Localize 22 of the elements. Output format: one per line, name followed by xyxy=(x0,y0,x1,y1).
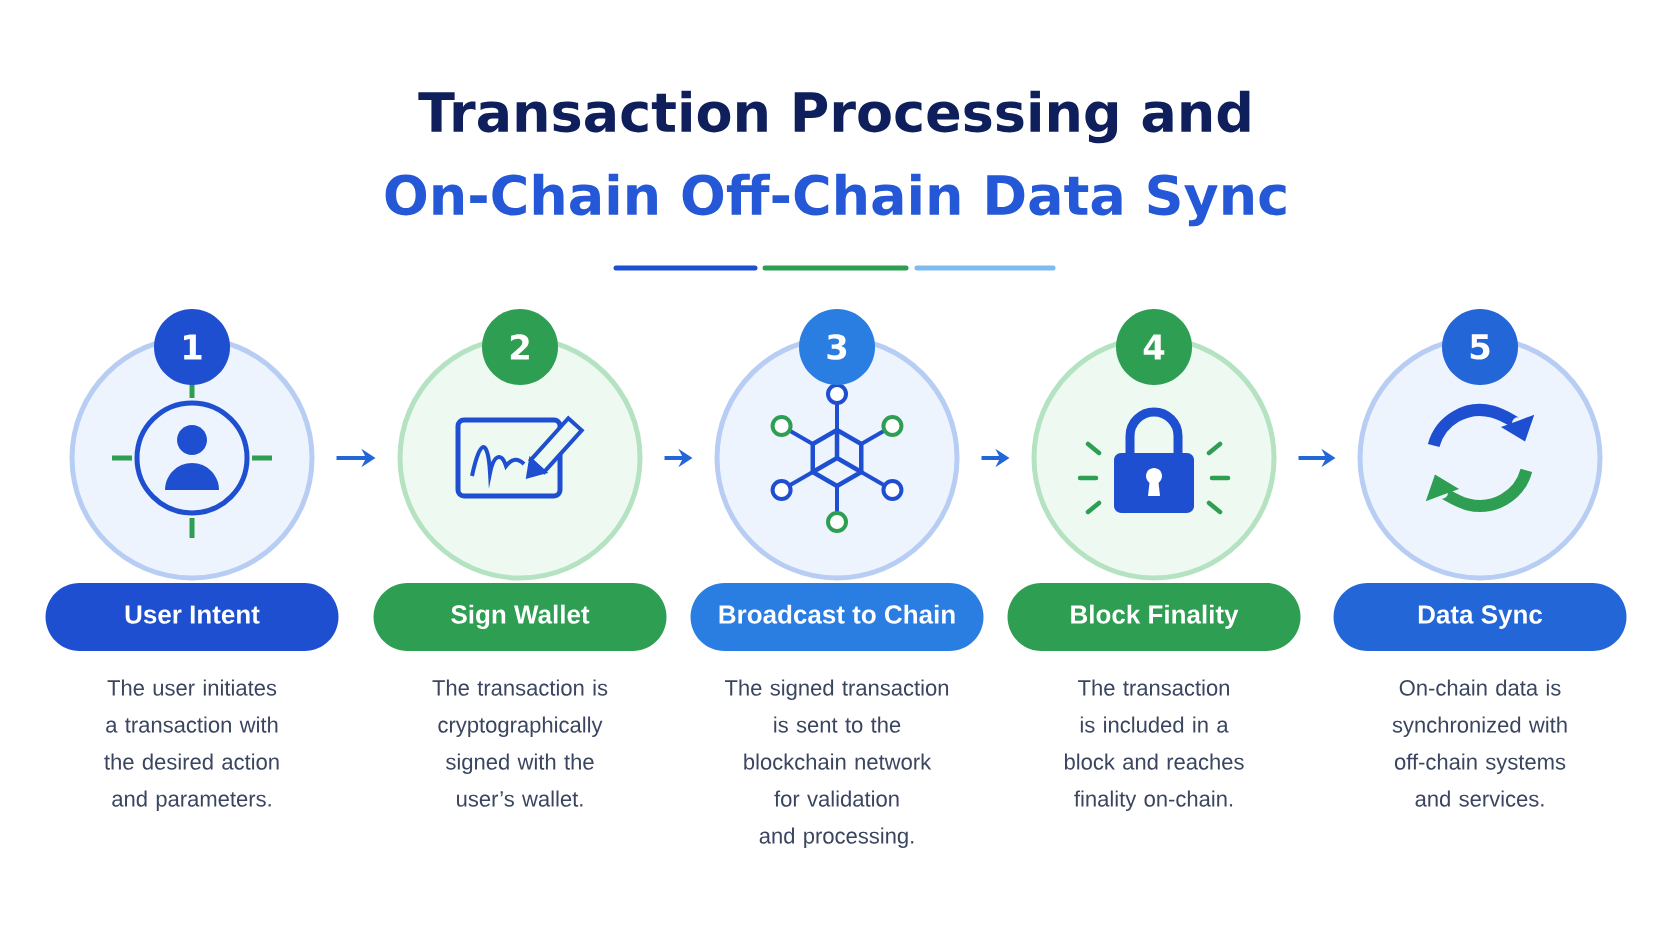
step-description: The user initiates a transaction with the desired action and parameters. xyxy=(104,679,279,811)
number-badge: 1 xyxy=(154,309,230,385)
step-pill: Broadcast to Chain xyxy=(690,583,984,651)
step-circle xyxy=(397,309,643,581)
step-description: On-chain data is synchronized with off-chain systems and services. xyxy=(1392,679,1567,807)
subtitle: On-Chain Off-Chain Data Sync xyxy=(385,173,1286,227)
number-badge: 5 xyxy=(1442,309,1518,385)
step-description: The signed transaction is sent to the blockchain network for validation and processing. xyxy=(725,679,949,848)
step-description: The transaction is cryptographically signed with the user’s wallet. xyxy=(432,679,608,807)
step-pill: Sign Wallet xyxy=(373,583,667,651)
step-pill: Block Finality xyxy=(1007,583,1301,651)
step-circle xyxy=(1031,309,1277,581)
number-badge: 2 xyxy=(482,309,558,385)
step-pill: User Intent xyxy=(45,583,339,651)
step-circle xyxy=(1357,309,1603,581)
step-circle xyxy=(714,309,960,581)
title: Transaction Processing and xyxy=(418,90,1250,144)
number-badge: 3 xyxy=(799,309,875,385)
step-circle xyxy=(69,309,315,581)
number-badge: 4 xyxy=(1116,309,1192,385)
step-description: The transaction is included in a block and reaches finality on-chain. xyxy=(1064,679,1244,811)
step-pill: Data Sync xyxy=(1333,583,1627,651)
